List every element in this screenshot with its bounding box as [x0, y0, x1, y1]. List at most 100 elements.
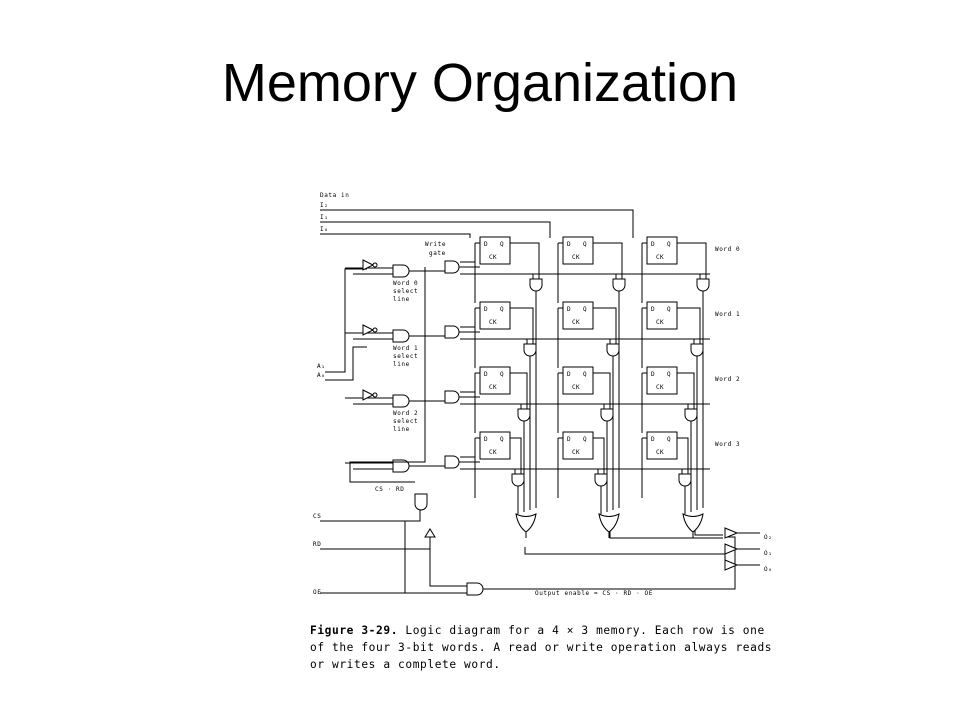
i0-label: I₀: [320, 226, 328, 233]
read-and-gate: [523, 343, 537, 357]
ff-ck-label: CK: [656, 319, 664, 326]
word-label-2: Word 2: [715, 376, 740, 383]
select-line-label: line: [393, 361, 410, 368]
i1-label: I₁: [320, 214, 328, 221]
read-and-gate: [606, 343, 620, 357]
ff-q-label: Q: [667, 436, 671, 443]
decoder-and-gate: [392, 394, 410, 408]
ff-ck-label: CK: [572, 319, 580, 326]
ff-ck-label: CK: [489, 319, 497, 326]
figure-caption-text: Logic diagram for a 4 × 3 memory. Each r…: [310, 624, 773, 671]
read-and-gate: [612, 278, 626, 292]
ff-q-label: Q: [583, 371, 587, 378]
ff-q-label: Q: [500, 371, 504, 378]
word-label-1: Word 1: [715, 311, 740, 318]
or-gate: [515, 513, 537, 533]
inverter: [362, 389, 375, 401]
ff-ck-label: CK: [656, 254, 664, 261]
select-line-label: Word 2: [393, 410, 418, 417]
ff-d-label: D: [484, 306, 488, 313]
ff-d-label: D: [651, 371, 655, 378]
read-and-gate: [684, 408, 698, 422]
a1-label: A₁: [317, 363, 325, 370]
rd-inverter: [424, 528, 436, 538]
or-gate: [682, 513, 704, 533]
ff-d-label: D: [567, 306, 571, 313]
o0-label: O₀: [764, 566, 772, 573]
inverter-bubble: [372, 327, 378, 333]
ff-q-label: Q: [500, 436, 504, 443]
ff-d-label: D: [567, 241, 571, 248]
read-and-gate: [594, 473, 608, 487]
select-line-label: line: [393, 296, 410, 303]
select-line-label: select: [393, 418, 418, 425]
oe-label: OE: [313, 589, 321, 596]
figure-number: Figure 3-29.: [310, 624, 399, 637]
i2-label: I₂: [320, 202, 328, 209]
a0-label: A₀: [317, 372, 325, 379]
ff-ck-label: CK: [572, 254, 580, 261]
write-and-gate: [444, 260, 460, 274]
cs-label: CS: [313, 513, 321, 520]
decoder-and-gate: [392, 329, 410, 343]
ff-q-label: Q: [500, 306, 504, 313]
decoder-and-gate: [392, 459, 410, 473]
word-label-0: Word 0: [715, 246, 740, 253]
data-in-label: Data in: [320, 192, 350, 199]
write-and-gate: [444, 455, 460, 469]
ff-d-label: D: [567, 436, 571, 443]
output-enable-label: Output enable = CS · RD · OE: [535, 590, 653, 597]
read-and-gate: [678, 473, 692, 487]
ff-ck-label: CK: [656, 384, 664, 391]
select-line-label: select: [393, 353, 418, 360]
output-buffer: [724, 559, 739, 571]
output-buffer: [724, 527, 739, 539]
inverter: [362, 324, 375, 336]
output-buffer: [724, 543, 739, 555]
ff-q-label: Q: [583, 306, 587, 313]
ff-ck-label: CK: [572, 449, 580, 456]
read-and-gate: [529, 278, 543, 292]
ff-q-label: Q: [667, 241, 671, 248]
select-line-label: Word 1: [393, 345, 418, 352]
ff-d-label: D: [484, 241, 488, 248]
write-and-gate: [444, 390, 460, 404]
select-line-label: line: [393, 426, 410, 433]
flip-flop: D QCK: [479, 301, 511, 330]
write-and-gate: [444, 325, 460, 339]
select-line-label: Word 0: [393, 280, 418, 287]
inverter-bubble: [372, 262, 378, 268]
figure-caption: Figure 3-29. Logic diagram for a 4 × 3 m…: [310, 622, 780, 673]
ff-d-label: D: [651, 306, 655, 313]
flip-flop: D QCK: [646, 236, 678, 265]
inverter-bubble: [372, 392, 378, 398]
cs-rd-label: CS · RD: [375, 486, 405, 493]
cs-rd-and-gate: [414, 493, 428, 511]
flip-flop: D QCK: [646, 301, 678, 330]
word-label-3: Word 3: [715, 441, 740, 448]
flip-flop: D QCK: [562, 301, 594, 330]
select-line-label: select: [393, 288, 418, 295]
read-and-gate: [600, 408, 614, 422]
o2-label: O₂: [764, 534, 772, 541]
write-gate-label-2: gate: [429, 250, 446, 257]
output-enable-and-gate: [466, 582, 484, 596]
ff-ck-label: CK: [489, 384, 497, 391]
ff-ck-label: CK: [489, 254, 497, 261]
or-gate: [598, 513, 620, 533]
ff-q-label: Q: [667, 306, 671, 313]
read-and-gate: [511, 473, 525, 487]
read-and-gate: [696, 278, 710, 292]
ff-d-label: D: [651, 436, 655, 443]
write-gate-label: Write: [425, 241, 446, 248]
flip-flop: D QCK: [479, 236, 511, 265]
slide-title: Memory Organization: [221, 53, 739, 113]
ff-d-label: D: [651, 241, 655, 248]
ff-q-label: Q: [500, 241, 504, 248]
o1-label: O₁: [764, 550, 772, 557]
